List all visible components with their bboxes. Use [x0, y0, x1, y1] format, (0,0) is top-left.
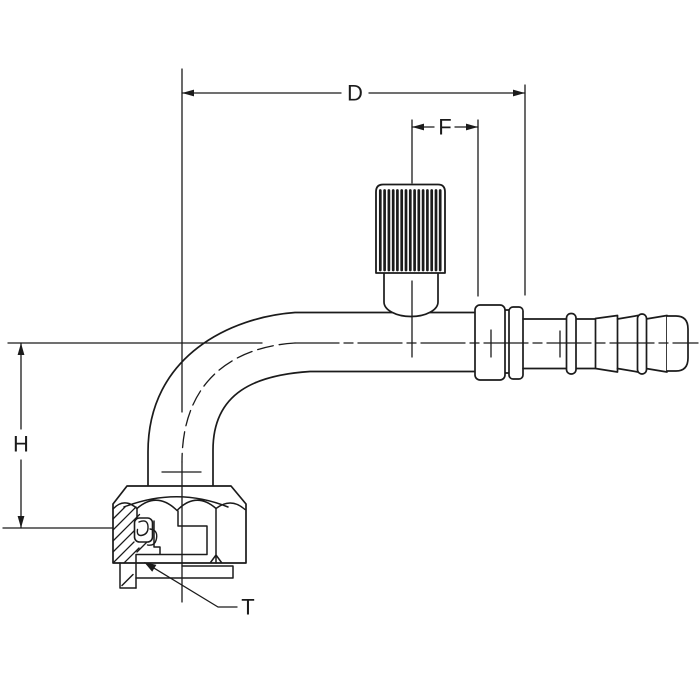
hose-barb	[522, 312, 689, 375]
tube-inner-wall	[212, 370, 476, 487]
center-mark-ticks	[490, 329, 561, 358]
elbow-tube	[147, 311, 476, 487]
charge-port	[375, 183, 446, 318]
dim-h-arrow-bottom	[17, 516, 25, 528]
leader-t-label: T	[241, 595, 254, 620]
tube-outer-wall	[147, 311, 476, 487]
dim-f-arrow-left	[412, 123, 424, 131]
nut-axis-centerline	[161, 461, 202, 603]
nut-skirt	[135, 565, 234, 579]
port-stem	[383, 271, 439, 318]
dimension-f: F	[411, 115, 479, 297]
dim-d-arrow-left	[182, 89, 194, 97]
dim-f-label: F	[438, 115, 451, 140]
leader-t-arrow	[144, 562, 157, 572]
knurl-stripes	[378, 189, 442, 272]
nut-foot	[119, 562, 137, 589]
dim-h-label: H	[13, 432, 29, 457]
leader-t: T	[144, 562, 255, 620]
centerlines	[161, 280, 699, 603]
dim-d-arrow-right	[513, 89, 525, 97]
dimension-d: D	[181, 68, 526, 413]
leader-t-line	[146, 563, 238, 608]
barb-shaft-lines	[522, 318, 596, 370]
swivel-nut	[112, 485, 247, 589]
barb-ridge-2	[636, 313, 648, 375]
barb-cone-3	[645, 314, 668, 373]
nut-crown-arcs	[112, 496, 246, 512]
nut-facet-lines	[136, 507, 223, 564]
dim-d-extension-lines	[181, 68, 526, 413]
bend-axis-centerline	[181, 342, 296, 463]
barb-ridge-1	[565, 312, 577, 375]
dim-f-arrow-right	[466, 123, 478, 131]
thread-hatch-lines	[112, 506, 148, 564]
dim-h-arrow-top	[17, 343, 25, 355]
dimension-h: H	[2, 342, 263, 529]
dim-f-extension-lines	[411, 119, 479, 297]
barb-cone-1	[594, 314, 619, 373]
bore-section-lines	[135, 510, 208, 589]
nut-body	[112, 485, 247, 564]
barb-cone-2	[616, 314, 639, 373]
dim-d-label: D	[347, 81, 363, 106]
